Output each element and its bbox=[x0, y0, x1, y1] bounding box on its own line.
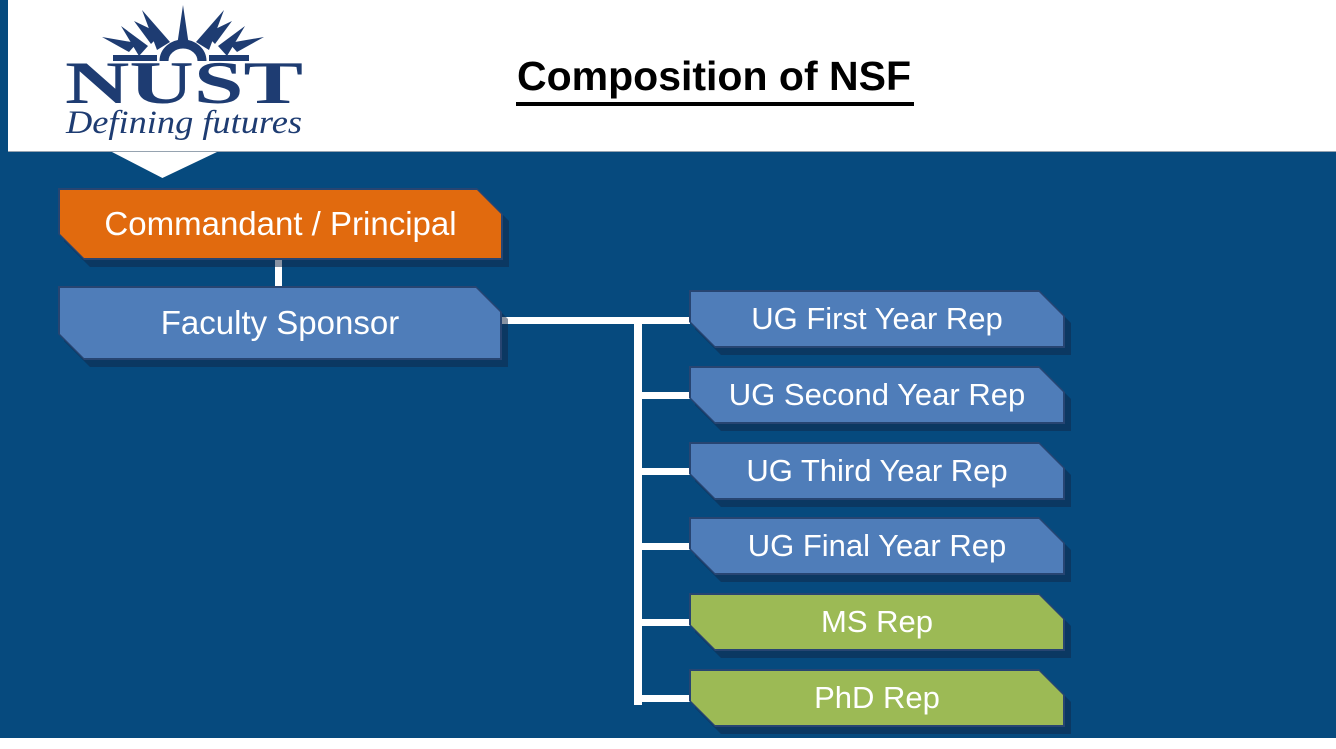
node-commandant-principal: Commandant / Principal bbox=[58, 188, 503, 260]
node-faculty-sponsor: Faculty Sponsor bbox=[58, 286, 502, 360]
node-ug-third-year-rep: UG Third Year Rep bbox=[689, 442, 1065, 500]
connector-stub-final-year bbox=[634, 543, 690, 550]
logo-starburst-icon bbox=[102, 5, 264, 62]
node-label: UG Third Year Rep bbox=[746, 453, 1008, 488]
node-ug-first-year-rep: UG First Year Rep bbox=[689, 290, 1065, 348]
footer-strip bbox=[0, 738, 1336, 749]
node-ms-rep: MS Rep bbox=[689, 593, 1065, 651]
chevron-pointer bbox=[112, 152, 217, 178]
logo-tagline: Defining futures bbox=[65, 105, 302, 141]
node-fill bbox=[691, 595, 1063, 649]
connector-trunk bbox=[634, 317, 642, 705]
connector-stub-ms bbox=[634, 619, 690, 626]
node-fill bbox=[60, 190, 501, 258]
node-fill bbox=[691, 368, 1063, 422]
node-label: PhD Rep bbox=[814, 680, 940, 715]
node-ug-second-year-rep: UG Second Year Rep bbox=[689, 366, 1065, 424]
node-fill bbox=[691, 519, 1063, 573]
node-label: Faculty Sponsor bbox=[160, 304, 400, 341]
node-fill bbox=[60, 288, 500, 358]
node-fill bbox=[691, 292, 1063, 346]
connector-stub-third-year bbox=[634, 468, 690, 475]
logo-color-group: NUST Defining futures bbox=[65, 5, 303, 141]
page-title: Composition of NSF bbox=[516, 56, 915, 106]
node-label: UG First Year Rep bbox=[751, 301, 1003, 336]
node-fill bbox=[691, 444, 1063, 498]
nust-logo: NUST Defining futures bbox=[65, 5, 303, 141]
connector-stub-second-year bbox=[634, 392, 690, 399]
node-label: UG Second Year Rep bbox=[728, 377, 1026, 412]
connector-root-sponsor bbox=[275, 258, 282, 288]
connector-stub-phd bbox=[634, 695, 690, 702]
connector-sponsor-branch bbox=[502, 317, 690, 324]
header-band: NUST Defining futures Composition of NSF bbox=[8, 0, 1336, 152]
node-label: MS Rep bbox=[821, 604, 933, 639]
node-phd-rep: PhD Rep bbox=[689, 669, 1065, 727]
node-ug-final-year-rep: UG Final Year Rep bbox=[689, 517, 1065, 575]
node-label: Commandant / Principal bbox=[104, 205, 457, 242]
node-label: UG Final Year Rep bbox=[747, 528, 1007, 563]
logo-wordmark: NUST bbox=[65, 50, 303, 116]
node-fill bbox=[691, 671, 1063, 725]
